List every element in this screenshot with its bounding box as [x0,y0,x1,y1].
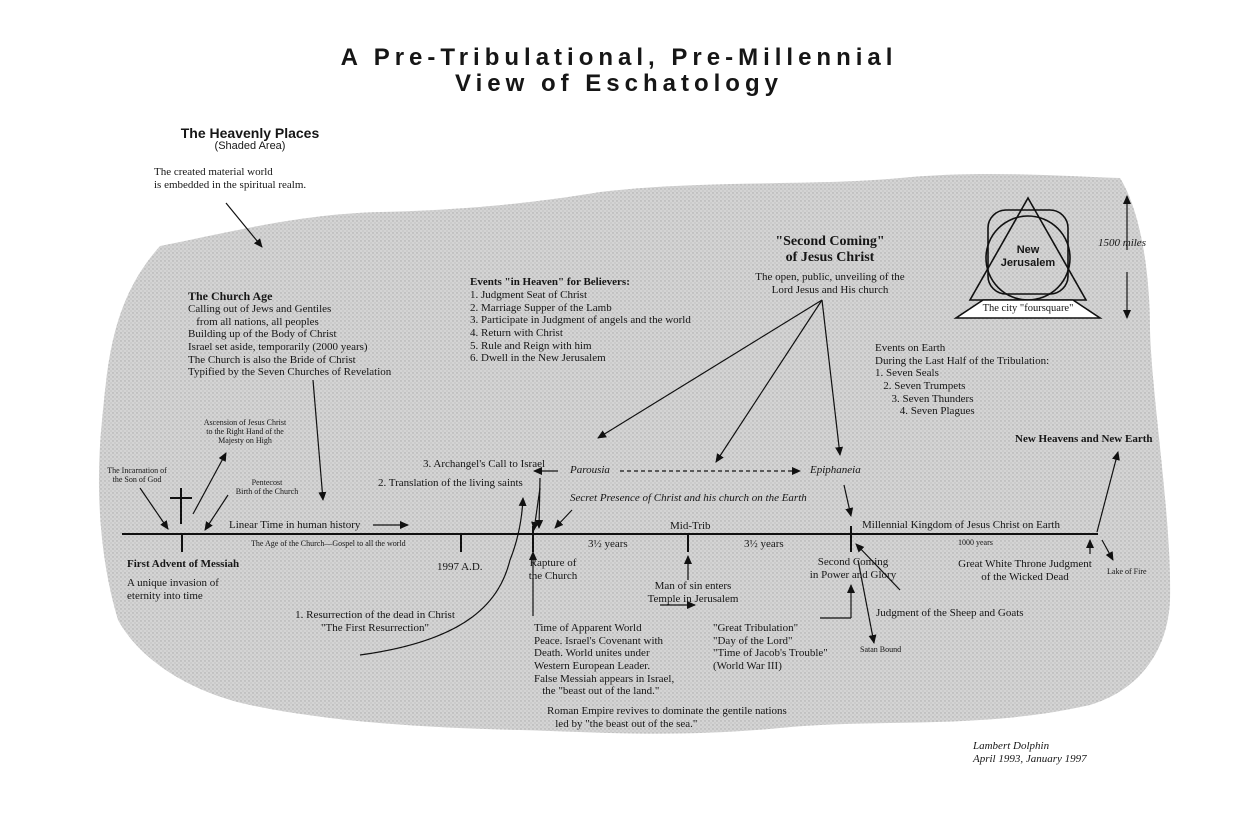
linear-time: Linear Time in human history [229,519,361,531]
earth-events: Events on Earth During the Last Half of … [875,342,1050,418]
new-jerusalem-caption: The city "foursquare" [982,303,1074,314]
annotation-arrows [139,195,1131,656]
heaven-events-heading: Events "in Heaven" for Believers: [470,276,630,288]
satan-bound: Satan Bound [860,645,902,654]
epiphaneia: Epiphaneia [810,464,861,476]
heaven-events-body: 1. Judgment Seat of Christ 2. Marriage S… [470,289,691,365]
church-age-body: Calling out of Jews and Gentiles from al… [188,303,392,379]
roman-empire: Roman Empire revives to dominate the gen… [547,705,787,730]
archangel-call: 3. Archangel's Call to Israel [423,458,546,470]
second-coming-power: Second Coming in Power and Glory [809,556,897,581]
sheep-goats: Judgment of the Sheep and Goats [876,607,1024,619]
title-line2: View of Eschatology [455,70,783,97]
years-a: 3½ years [588,538,628,550]
heavenly-sub: (Shaded Area) [214,140,286,152]
author-dates: April 1993, January 1997 [973,753,1087,765]
author-name: Lambert Dolphin [973,740,1050,752]
new-heavens: New Heavens and New Earth [1015,433,1153,445]
secret-presence: Secret Presence of Christ and his church… [570,492,807,504]
translation: 2. Translation of the living saints [378,477,523,489]
thousand-years: 1000 years [958,538,993,547]
year-1997: 1997 A.D. [437,561,483,573]
first-advent: First Advent of Messiah [127,558,240,570]
millennial-kingdom: Millennial Kingdom of Jesus Christ on Ea… [862,519,1060,531]
resurrection: 1. Resurrection of the dead in Christ "T… [295,609,455,634]
new-jerusalem-height: 1500 miles [1098,237,1146,249]
mid-trib: Mid-Trib [670,520,711,532]
lake-of-fire: Lake of Fire [1107,567,1147,576]
apparent-peace: Time of Apparent World Peace. Israel's C… [534,622,675,698]
first-advent-note: A unique invasion of eternity into time [127,577,219,602]
title-line1: A Pre-Tribulational, Pre-Millennial [340,44,898,71]
ascension: Ascension of Jesus Christ to the Right H… [203,418,287,446]
new-jerusalem-figure [953,196,1103,319]
church-age-heading: The Church Age [188,289,273,303]
heavenly-note: The created material world is embedded i… [154,166,307,191]
man-of-sin: Man of sin enters Temple in Jerusalem [647,580,739,605]
new-jerusalem-label: New Jerusalem [1000,244,1056,269]
white-throne: Great White Throne Judgment of the Wicke… [958,558,1092,583]
heavenly-heading: The Heavenly Places [180,125,320,141]
heavenly-places-region [98,173,1171,734]
pentecost: Pentecost Birth of the Church [235,478,299,497]
years-b: 3½ years [744,538,784,550]
great-tribulation: "Great Tribulation" "Day of the Lord" "T… [713,622,828,672]
second-coming-body: The open, public, unveiling of the Lord … [755,271,905,296]
cross-icon [170,488,192,524]
incarnation: The Incarnation of the Son of God [107,466,167,485]
second-coming-heading: "Second Coming" of Jesus Christ [775,234,885,266]
age-of-church: The Age of the Church—Gospel to all the … [251,539,406,548]
parousia: Parousia [570,464,610,476]
rapture: Rapture of the Church [528,557,578,582]
